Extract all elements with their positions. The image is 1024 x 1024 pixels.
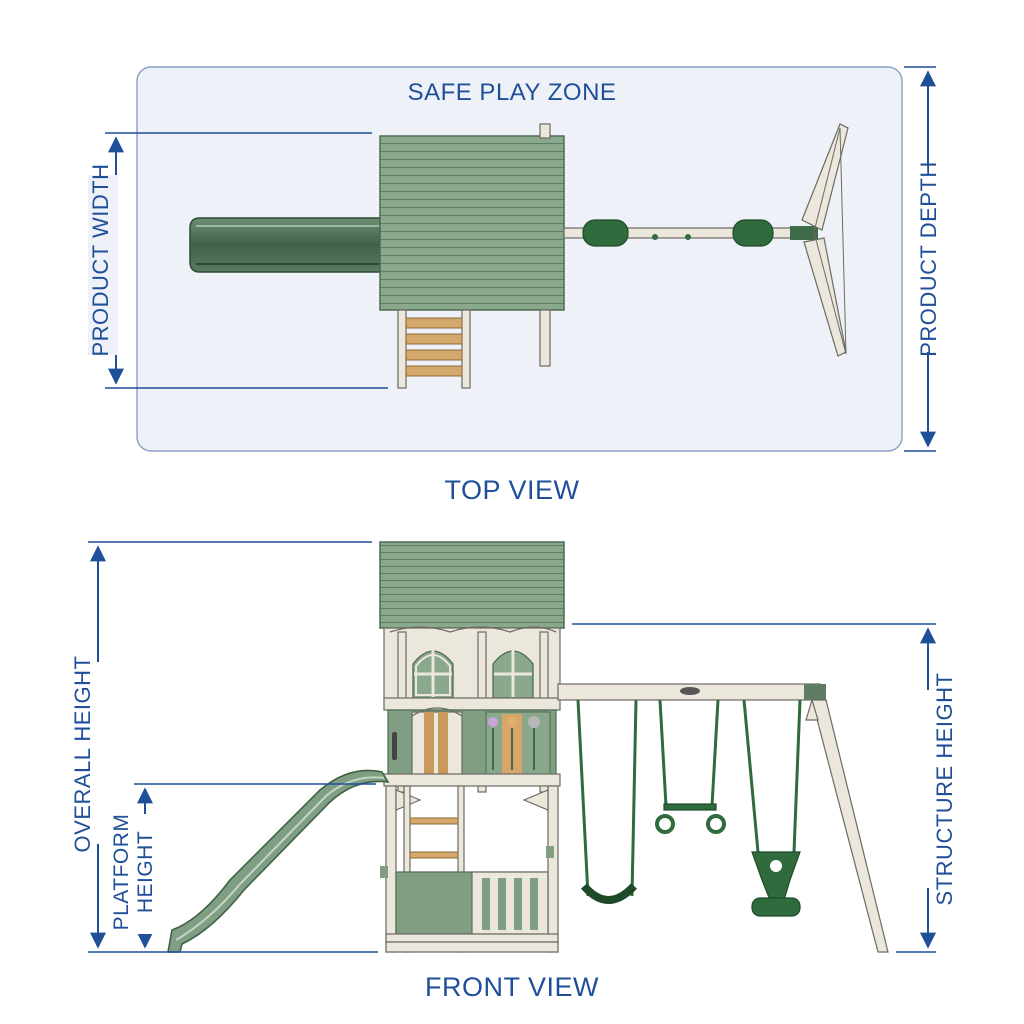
trapeze-swing (655, 699, 726, 834)
safe-play-zone-label: SAFE PLAY ZONE (408, 79, 617, 106)
clubhouse-middle (383, 707, 561, 787)
product-width-label: PRODUCT WIDTH (88, 163, 113, 356)
overall-height-dimension: OVERALL HEIGHT (70, 541, 378, 953)
platform-height-label-1: PLATFORM (110, 814, 133, 931)
platform-height-label-2: HEIGHT (134, 831, 157, 913)
clubhouse-lower (380, 785, 559, 953)
flower-icon (488, 717, 498, 727)
glider-swing (742, 699, 802, 917)
roof-top (379, 123, 565, 311)
platform-height-dimension: PLATFORM HEIGHT (106, 783, 376, 949)
slide-front (167, 769, 390, 953)
ladder-top (397, 309, 551, 389)
belt-swing (576, 699, 638, 904)
swing-frame-front (557, 683, 889, 953)
structure-height-label: STRUCTURE HEIGHT (932, 673, 957, 906)
overall-height-label: OVERALL HEIGHT (70, 656, 95, 853)
product-depth-label: PRODUCT DEPTH (916, 161, 941, 357)
front-view: OVERALL HEIGHT PLATFORM HEIGHT STRUCTURE… (70, 541, 957, 1002)
width-dimension: PRODUCT WIDTH (88, 132, 388, 389)
roof-front (379, 541, 565, 629)
front-view-caption: FRONT VIEW (425, 972, 599, 1002)
slide-top (189, 217, 381, 273)
depth-dimension: PRODUCT DEPTH (904, 66, 944, 452)
swing-beam-top (563, 123, 849, 357)
structure-height-dimension: STRUCTURE HEIGHT (572, 623, 957, 953)
top-view: SAFE PLAY ZONE (88, 66, 944, 505)
top-view-caption: TOP VIEW (444, 475, 579, 505)
